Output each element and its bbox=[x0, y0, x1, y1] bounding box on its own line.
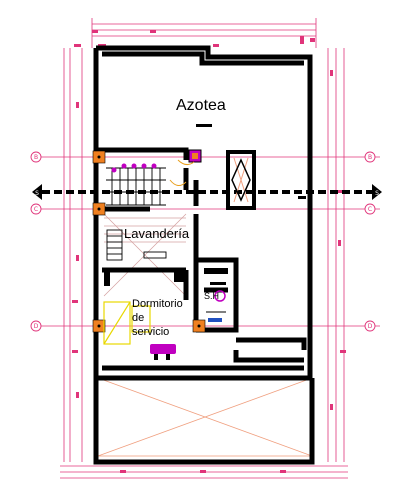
axis-bubble-b-left bbox=[30, 151, 42, 163]
section-label-right: S bbox=[375, 190, 379, 197]
axis-bubble-d-right bbox=[364, 320, 376, 332]
room-label-azotea: Azotea bbox=[176, 97, 226, 114]
axis-bubble-b-right bbox=[364, 151, 376, 163]
dimension-lines bbox=[40, 18, 380, 479]
column-marks bbox=[97, 155, 201, 328]
walls bbox=[93, 45, 315, 465]
misc-details bbox=[104, 124, 306, 286]
bedroom-furniture bbox=[103, 301, 151, 345]
axis-bubbles bbox=[30, 151, 376, 332]
axis-bubble-labels: B B C C D D S S bbox=[34, 154, 379, 330]
stair-steps bbox=[106, 167, 167, 261]
bathroom-fixtures bbox=[206, 290, 226, 322]
axis-label-b-right: B bbox=[368, 154, 372, 161]
roof-drain-fixture bbox=[169, 149, 202, 186]
bed-pillow bbox=[150, 344, 176, 360]
section-label-left: S bbox=[35, 190, 39, 197]
room-label-dormitorio-line3: servicio bbox=[132, 326, 170, 338]
section-marker-left-icon bbox=[32, 184, 42, 200]
room-label-dormitorio-line1: Dormitorio bbox=[132, 298, 183, 310]
void-area-cross bbox=[97, 377, 313, 457]
section-cut-line bbox=[32, 184, 382, 200]
ventilation-shaft bbox=[226, 150, 256, 210]
room-label-dormitorio-line2: de bbox=[132, 312, 145, 324]
axis-label-c-left: C bbox=[34, 206, 38, 213]
axis-label-b-left: B bbox=[34, 154, 38, 161]
structural-columns bbox=[92, 150, 206, 333]
axis-label-d-left: D bbox=[34, 323, 39, 330]
axis-label-c-right: C bbox=[368, 206, 372, 213]
section-marker-right-icon bbox=[372, 184, 382, 200]
axis-bubble-c-left bbox=[30, 203, 42, 215]
axis-bubble-d-left bbox=[30, 320, 42, 332]
axis-label-d-right: D bbox=[368, 323, 373, 330]
room-label-bathroom: S.H bbox=[204, 291, 220, 301]
room-label-lavanderia: Lavandería bbox=[124, 226, 190, 241]
tank-markers bbox=[111, 163, 157, 173]
axis-bubble-c-right bbox=[364, 203, 376, 215]
